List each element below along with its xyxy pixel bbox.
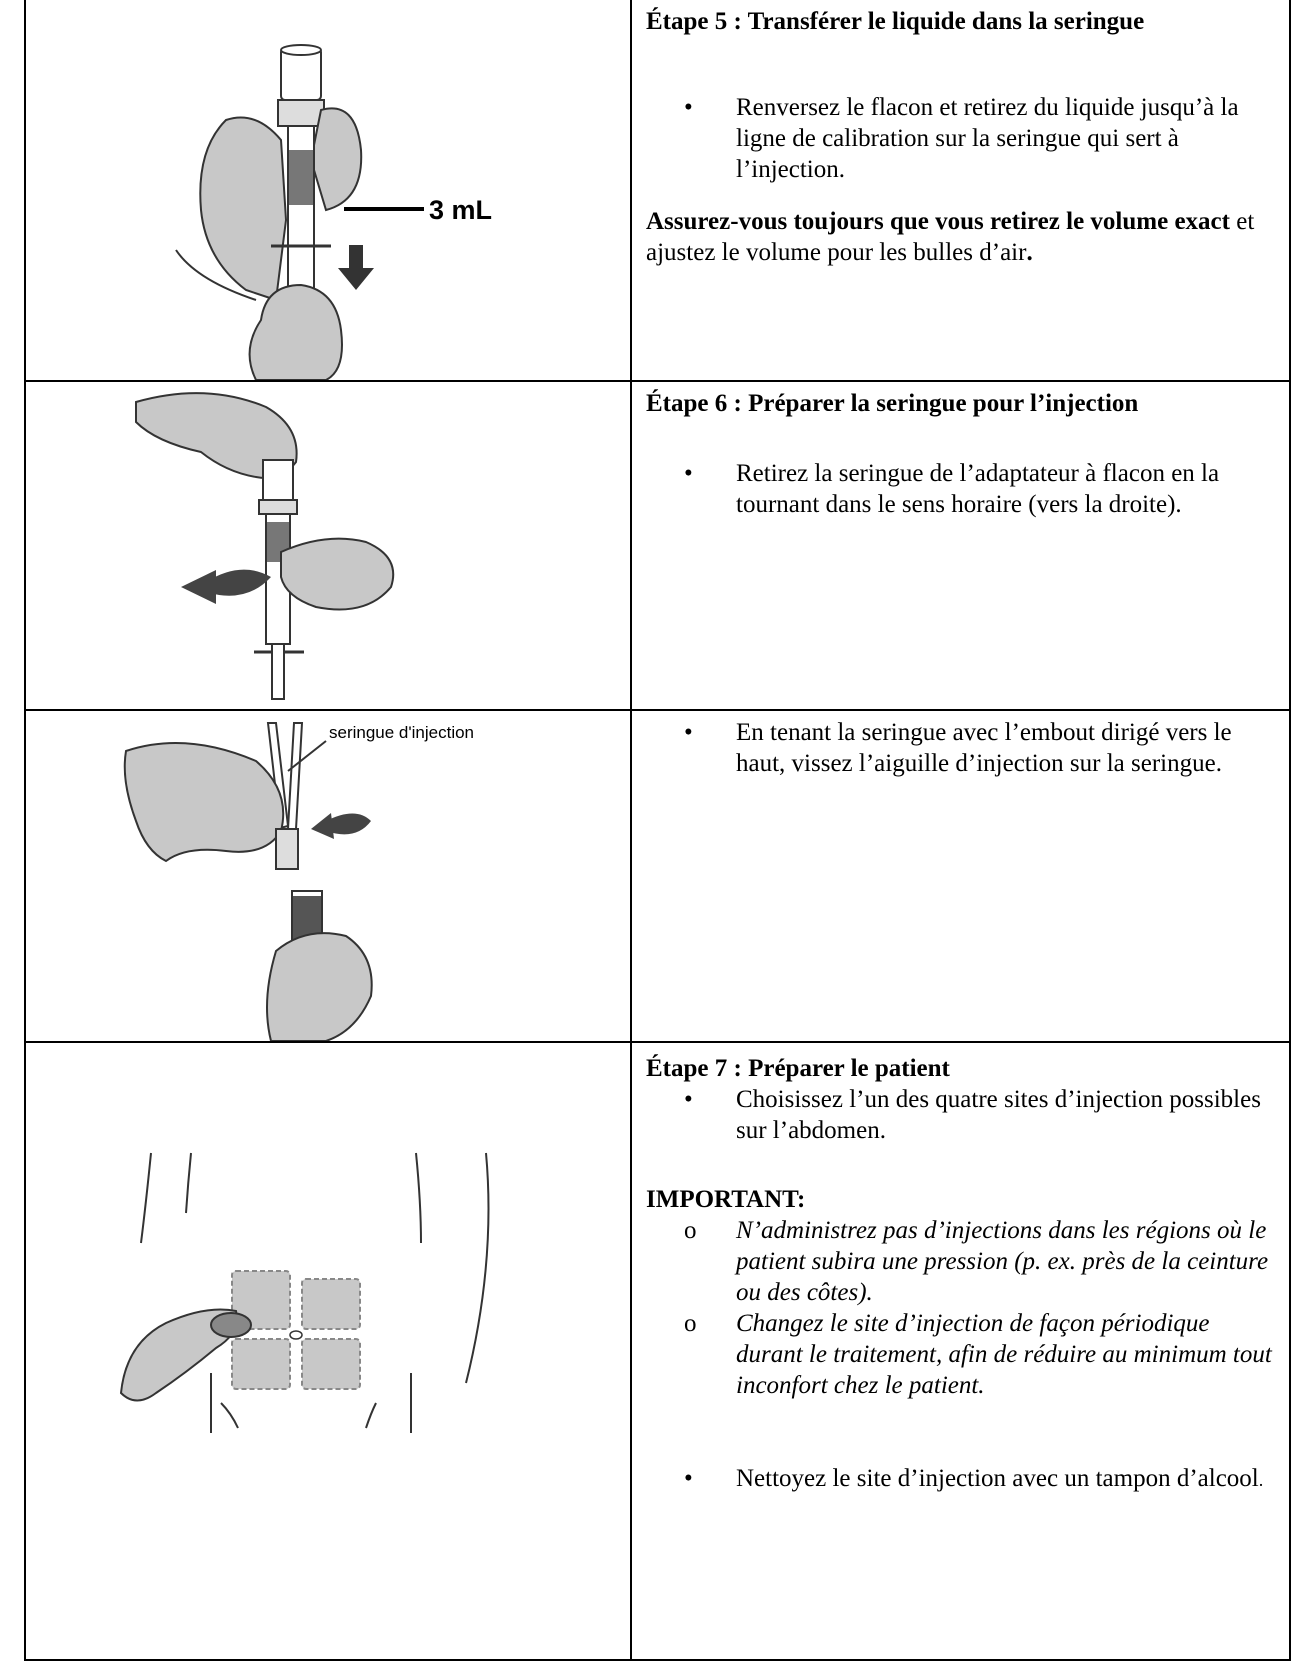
list-item: • Retirez la seringue de l’adaptateur à f… (646, 458, 1279, 520)
step-6-illustration-cell (25, 381, 631, 710)
needle-illustration-cell: seringue d'injection (25, 710, 631, 1042)
bullet-icon: • (684, 1084, 693, 1115)
step-5-title: Étape 5 : Transférer le liquide dans la … (646, 6, 1279, 37)
abdomen-sites-illustration (26, 1043, 630, 1659)
step-5-row: 3 mL Étape 5 : Transférer le liquide dan… (25, 0, 1290, 381)
volume-label: 3 mL (429, 195, 492, 226)
note-bold: Assurez-vous toujours que vous retirez l… (646, 208, 1230, 235)
step-5-bullets: • Renversez le flacon et retirez du liqui… (646, 92, 1279, 185)
list-item: o Changez le site d’injection de façon pé… (646, 1308, 1279, 1401)
bullet-icon: • (684, 1463, 693, 1494)
step-7-final-bullets: • Nettoyez le site d’injection avec un ta… (646, 1463, 1279, 1496)
step-6-bullets: • Retirez la seringue de l’adaptateur à f… (646, 458, 1279, 520)
bullet-text: Retirez la seringue de l’adaptateur à fl… (736, 460, 1219, 518)
step-7-text-cell: Étape 7 : Préparer le patient • Choisisse… (631, 1042, 1290, 1660)
note-end: . (1026, 239, 1032, 266)
bullet-text: Nettoyez le site d’injection avec un tam… (736, 1465, 1259, 1492)
step-6-row: Étape 6 : Préparer la seringue pour l’in… (25, 381, 1290, 710)
step-7-bullets: • Choisissez l’un des quatre sites d’inje… (646, 1084, 1279, 1146)
needle-row: seringue d'injection • En tenant la serin… (25, 710, 1290, 1042)
needle-text-cell: • En tenant la seringue avec l’embout dir… (631, 710, 1290, 1042)
needle-attach-illustration (26, 711, 630, 1041)
important-text: Changez le site d’injection de façon pér… (736, 1310, 1272, 1399)
instructions-table: 3 mL Étape 5 : Transférer le liquide dan… (24, 0, 1291, 1661)
important-list: o N’administrez pas d’injections dans les… (646, 1215, 1279, 1401)
list-item: • En tenant la seringue avec l’embout dir… (646, 717, 1279, 779)
list-item: o N’administrez pas d’injections dans les… (646, 1215, 1279, 1308)
bullet-icon: • (684, 458, 693, 489)
list-item: • Renversez le flacon et retirez du liqui… (646, 92, 1279, 185)
needle-bullets: • En tenant la seringue avec l’embout dir… (646, 717, 1279, 779)
circle-bullet-icon: o (684, 1308, 697, 1339)
important-heading: IMPORTANT: (646, 1184, 1279, 1215)
step-7-row: Étape 7 : Préparer le patient • Choisisse… (25, 1042, 1290, 1660)
important-text: N’administrez pas d’injections dans les … (736, 1217, 1268, 1306)
step-6-text-cell: Étape 6 : Préparer la seringue pour l’in… (631, 381, 1290, 710)
list-item: • Nettoyez le site d’injection avec un ta… (646, 1463, 1279, 1496)
step-5-note: Assurez-vous toujours que vous retirez l… (646, 206, 1279, 268)
circle-bullet-icon: o (684, 1215, 697, 1246)
step-7-illustration-cell (25, 1042, 631, 1660)
bullet-icon: • (684, 92, 693, 123)
step-5-text-cell: Étape 5 : Transférer le liquide dans la … (631, 0, 1290, 381)
step-5-illustration-cell: 3 mL (25, 0, 631, 381)
bullet-icon: • (684, 717, 693, 748)
vial-syringe-illustration (26, 0, 630, 380)
bullet-text: Renversez le flacon et retirez du liquid… (736, 94, 1239, 183)
needle-label: seringue d'injection (329, 723, 474, 743)
step-6-title: Étape 6 : Préparer la seringue pour l’in… (646, 388, 1279, 419)
bullet-text-end: . (1259, 1470, 1264, 1490)
list-item: • Choisissez l’un des quatre sites d’inje… (646, 1084, 1279, 1146)
bullet-text: En tenant la seringue avec l’embout diri… (736, 719, 1232, 777)
syringe-removal-illustration (26, 382, 630, 709)
step-7-title: Étape 7 : Préparer le patient (646, 1053, 1279, 1084)
bullet-text: Choisissez l’un des quatre sites d’injec… (736, 1086, 1261, 1144)
